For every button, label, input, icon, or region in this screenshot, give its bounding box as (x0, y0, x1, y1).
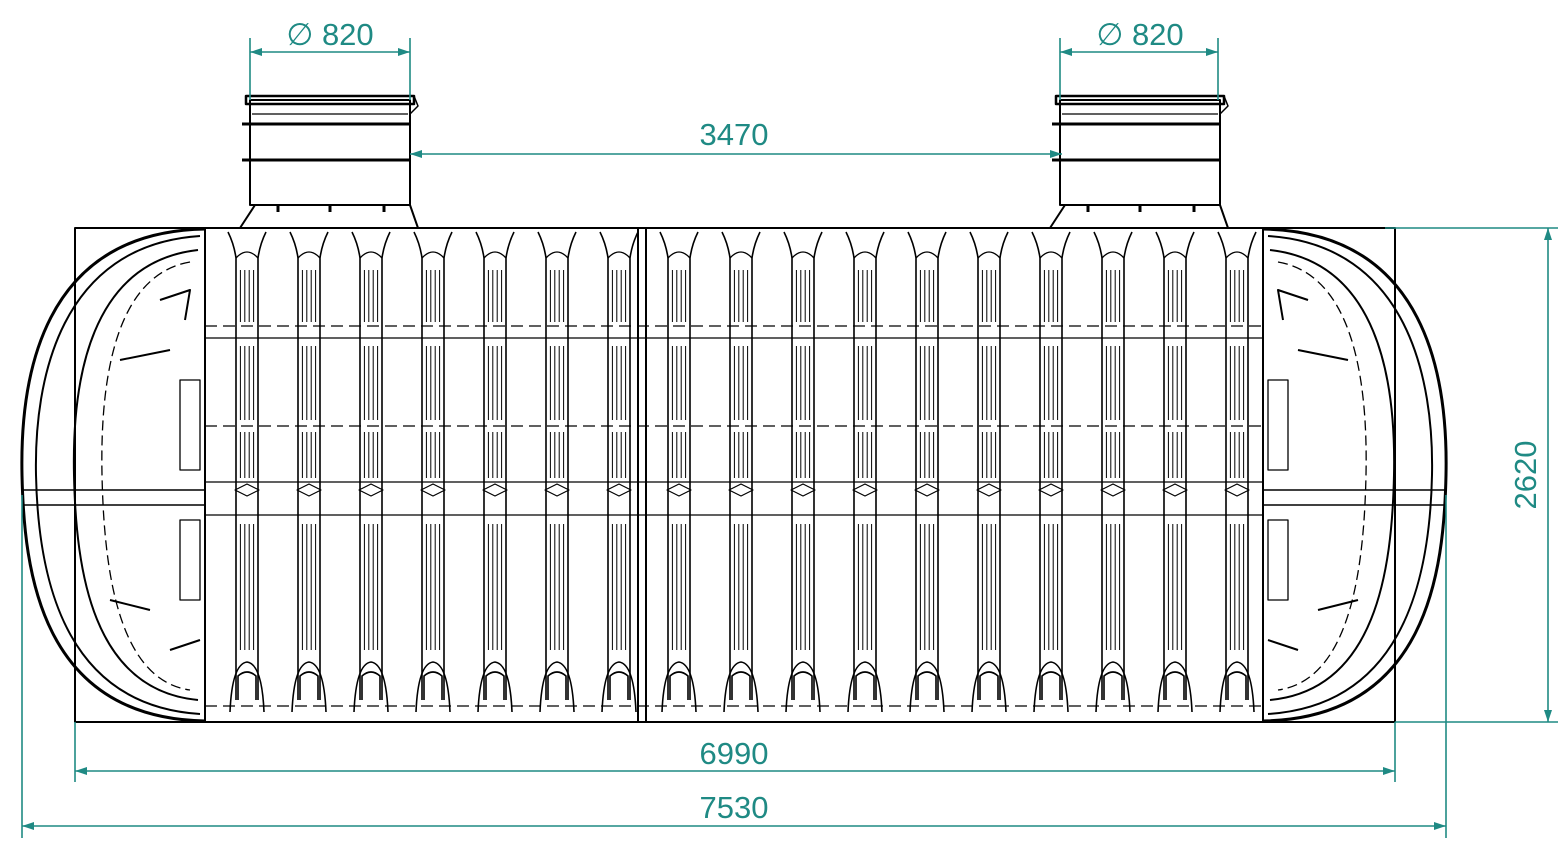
left-access-shaft (239, 94, 419, 229)
rib (537, 231, 577, 713)
dimension-left-diameter-label: ∅ 820 (286, 17, 373, 52)
rib (289, 231, 329, 713)
rib (969, 231, 1009, 713)
dimension-body-length (74, 722, 1396, 782)
rib (1155, 231, 1195, 713)
rib (783, 231, 823, 713)
rib (845, 231, 885, 713)
dimension-right-diameter-label: ∅ 820 (1096, 17, 1183, 52)
dimension-shaft-spacing-label: 3470 (700, 117, 769, 152)
dimension-body-length-label: 6990 (700, 736, 769, 771)
dimension-height-label: 2620 (1508, 441, 1543, 510)
dimension-overall-length-label: 7530 (700, 790, 769, 825)
right-end-cap (1262, 227, 1448, 723)
rib (227, 231, 267, 713)
dimension-height (1385, 227, 1558, 723)
rib (721, 231, 761, 713)
rib (413, 231, 453, 713)
rib (1093, 231, 1133, 713)
corrugation-ribs (227, 231, 1257, 713)
left-end-cap (20, 227, 206, 723)
rib (1031, 231, 1071, 713)
rib (659, 231, 699, 713)
tank-body (20, 94, 1448, 723)
rib (351, 231, 391, 713)
hidden-lines (205, 325, 1263, 707)
dimension-layer: ∅ 820 ∅ 820 3470 6990 7530 (21, 17, 1558, 838)
dimension-right-diameter (1059, 38, 1219, 100)
tank-frame (74, 227, 1396, 723)
dimension-overall-length (21, 495, 1447, 838)
rib (475, 231, 515, 713)
right-access-shaft (1049, 94, 1229, 229)
rib (1217, 231, 1257, 713)
dimension-left-diameter (249, 38, 411, 100)
rib (599, 231, 639, 713)
rib (907, 231, 947, 713)
tank-center-body (204, 227, 1264, 723)
